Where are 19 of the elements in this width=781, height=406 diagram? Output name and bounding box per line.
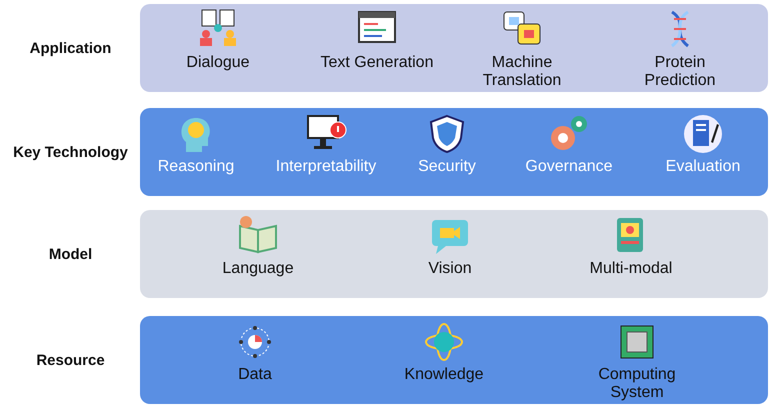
- layer-label: Key Technology: [12, 142, 129, 162]
- item-label: Language: [222, 260, 294, 278]
- layer-label: Resource: [35, 350, 106, 370]
- item-label: Protein Prediction: [643, 54, 717, 90]
- item-label: Security: [418, 158, 476, 176]
- layer-label: Model: [48, 244, 94, 264]
- item-label: Dialogue: [186, 54, 250, 72]
- item-label: Knowledge: [404, 366, 484, 384]
- item-label: Text Generation: [320, 54, 434, 72]
- item-label: Vision: [428, 260, 472, 278]
- item-label: Governance: [525, 158, 613, 176]
- item-label: Reasoning: [158, 158, 234, 176]
- item-label: Multi-modal: [590, 260, 672, 278]
- item-label: Data: [238, 366, 272, 384]
- item-label: Interpretability: [276, 158, 376, 176]
- layer-label: Application: [28, 38, 112, 58]
- item-label: Computing System: [597, 366, 677, 402]
- item-label: Machine Translation: [482, 54, 562, 90]
- item-label: Evaluation: [666, 158, 740, 176]
